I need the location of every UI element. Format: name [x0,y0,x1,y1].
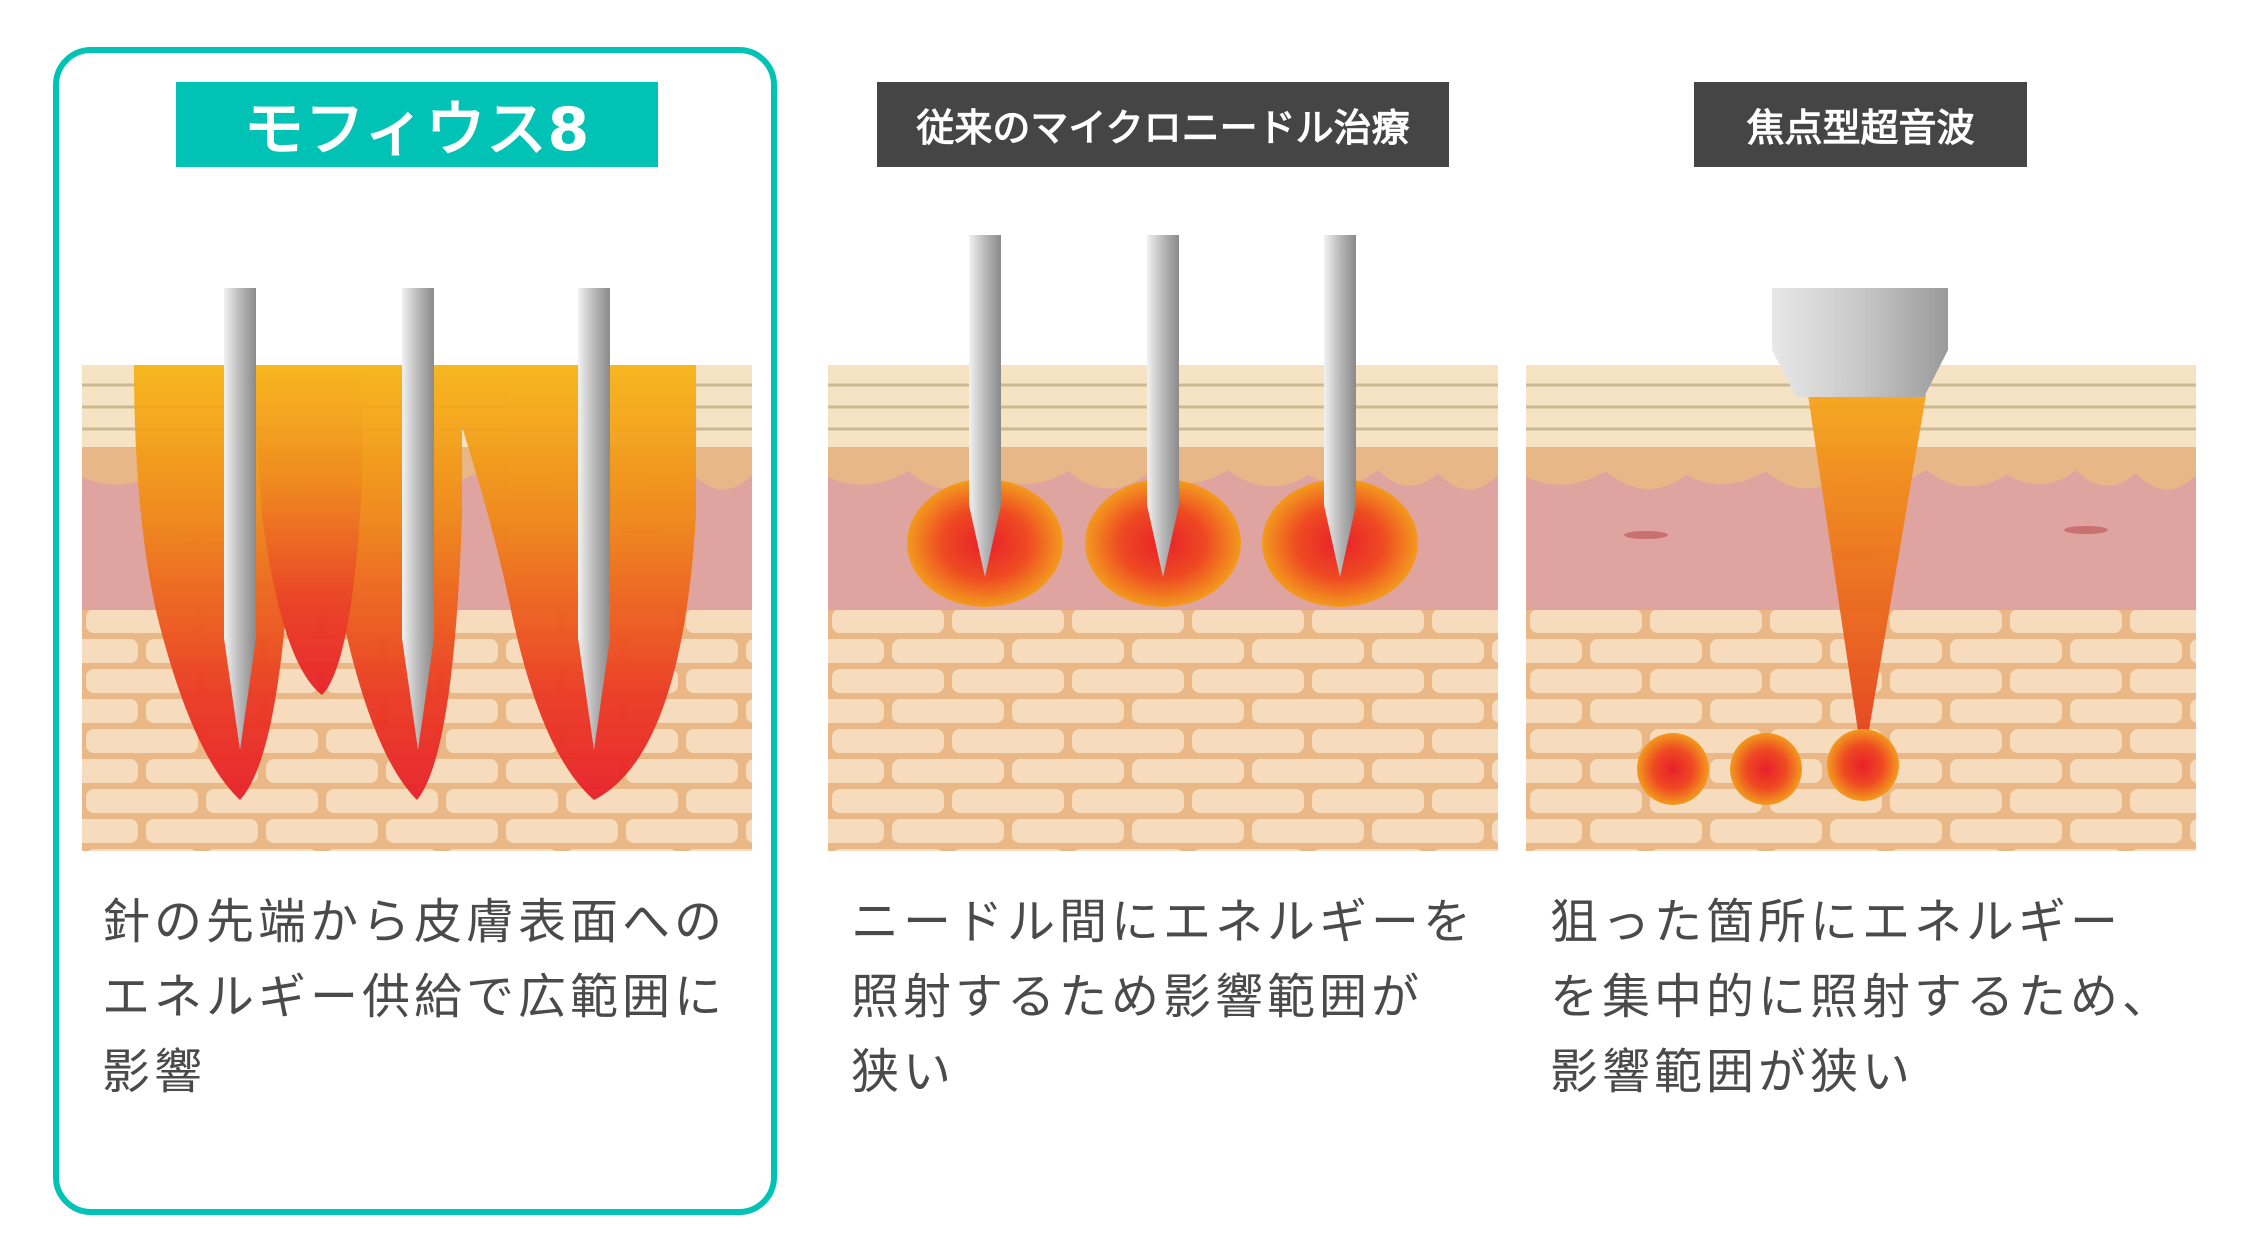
highlight-card-morpheus8 [53,47,777,1215]
needles [224,288,610,750]
description-focused-ultrasound: 狙った箇所にエネルギー を集中的に照射するため、 影響範囲が狭い [1550,894,2175,1100]
column-title-focused-ultrasound: 焦点型超音波 [1694,82,2027,167]
column-title-microneedle: 従来のマイクロニードル治療 [877,82,1449,167]
description-morpheus8: 針の先端から皮膚表面への エネルギー供給で広範囲に 影響 [102,894,727,1100]
description-microneedle: ニードル間にエネルギーを 照射するため影響範囲が 狭い [851,894,1476,1100]
column-title-morpheus8: モフィウス8 [176,82,658,167]
panel-microneedle [826,235,1500,853]
panel-morpheus8 [80,288,754,853]
panel-focused-ultrasound [1524,288,2198,853]
